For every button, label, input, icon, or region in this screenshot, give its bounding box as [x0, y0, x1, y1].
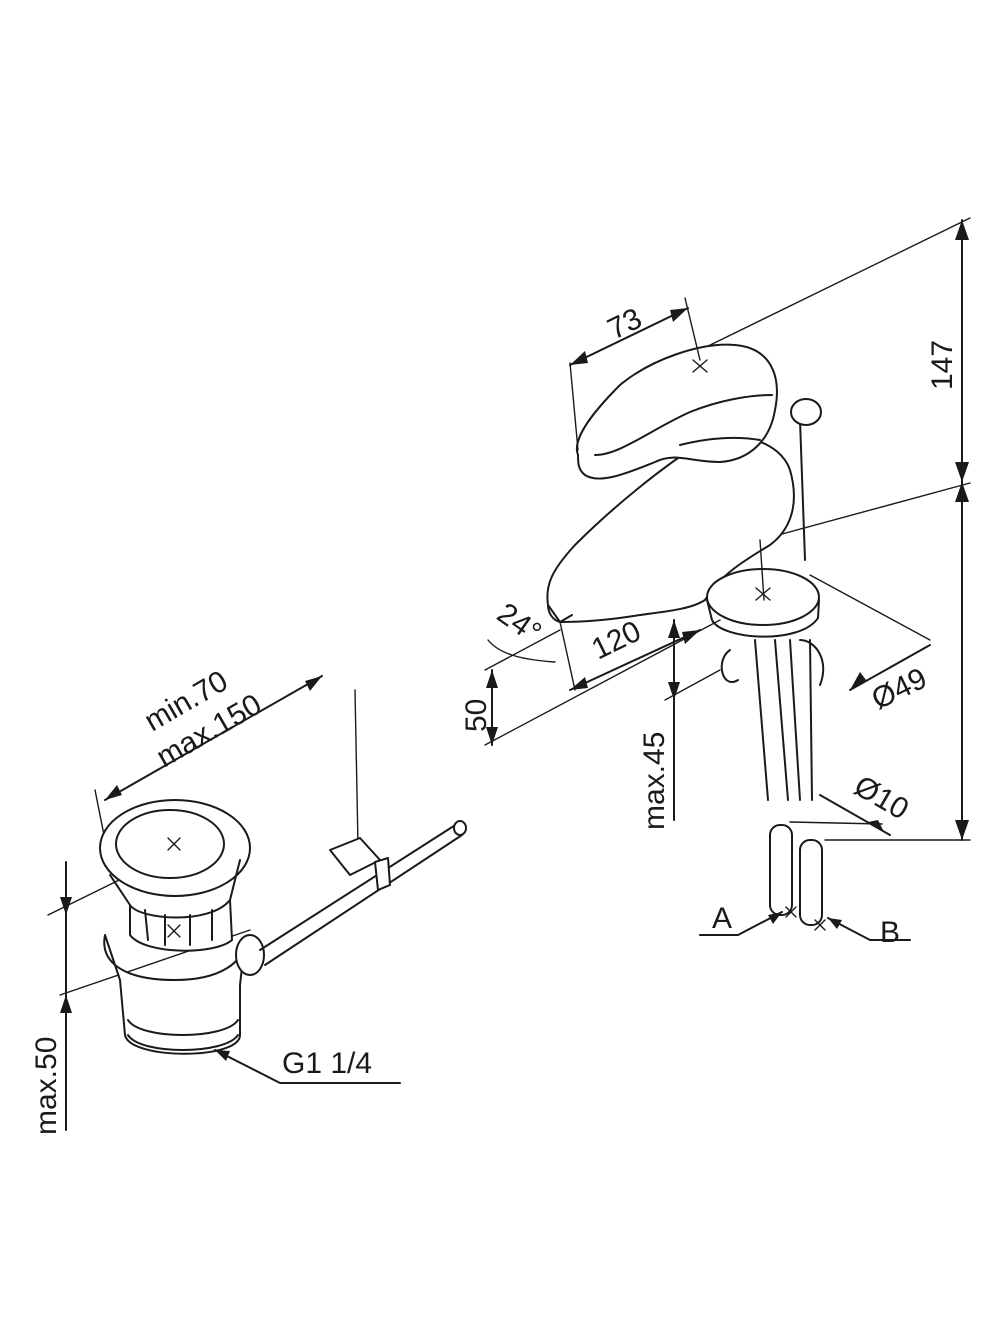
connection-b-label: B	[880, 916, 900, 949]
counter-thickness-label: max.45	[638, 732, 671, 830]
connection-a-label: A	[712, 902, 732, 935]
waste-body	[103, 934, 246, 1055]
base-disc	[706, 568, 820, 626]
mixer-tap	[484, 217, 971, 941]
plug-head	[99, 799, 251, 897]
waste-assembly	[47, 675, 467, 1131]
waste-height-label: max.50	[30, 1037, 63, 1135]
thread-label: G1 1/4	[282, 1047, 372, 1080]
spout-body	[546, 435, 795, 623]
spout-height-label: 50	[460, 699, 493, 732]
base-diameter-label: Ø49	[867, 662, 932, 717]
handle-width-label: 73	[603, 302, 647, 346]
total-height-label: 147	[926, 340, 959, 390]
